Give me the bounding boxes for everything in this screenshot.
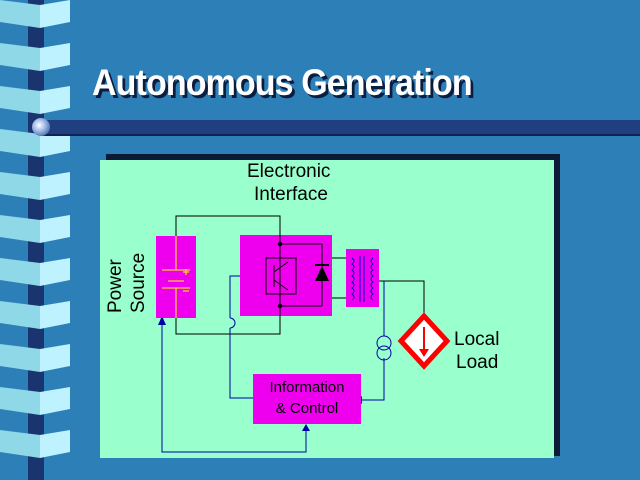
power-wires (175, 215, 425, 335)
electronic-interface-label: Electronic Interface (247, 160, 330, 206)
current-sensor (376, 281, 392, 361)
arrowhead-to-control-bottom (302, 424, 310, 431)
diode-triangle (315, 266, 329, 281)
slide-title: Autonomous Generation (92, 62, 473, 103)
information-control-label-line1: Information (269, 379, 345, 396)
transformer-block (346, 249, 379, 307)
arrowhead-to-source (158, 316, 166, 325)
local-load-label-line1: Local (454, 329, 500, 350)
junction-dot-top (277, 241, 283, 247)
power-source-label-line1: Power (105, 259, 126, 313)
information-control-block (253, 374, 361, 424)
load-arrow-head (419, 349, 429, 357)
power-source-label: Power Source (104, 253, 150, 313)
ribbon-stripes (0, 0, 70, 458)
electronic-interface-block (240, 235, 332, 316)
title-bar-knob (32, 118, 50, 136)
power-source-label-line2: Source (128, 252, 149, 313)
local-load-label-line2: Load (456, 352, 499, 373)
battery-symbol (162, 236, 190, 318)
local-load-label: Local Load (454, 328, 499, 374)
electronic-interface-label-line1: Electronic (247, 161, 331, 182)
transformer-coils (351, 256, 374, 302)
decorative-ribbon (0, 0, 70, 480)
information-control-label-line2: & Control (275, 400, 339, 417)
control-wires (161, 275, 385, 453)
electronic-interface-label-line2: Interface (254, 184, 328, 205)
title-bar (40, 120, 640, 134)
information-control-label: Information & Control (253, 377, 361, 419)
junction-dot-bottom (277, 303, 283, 309)
